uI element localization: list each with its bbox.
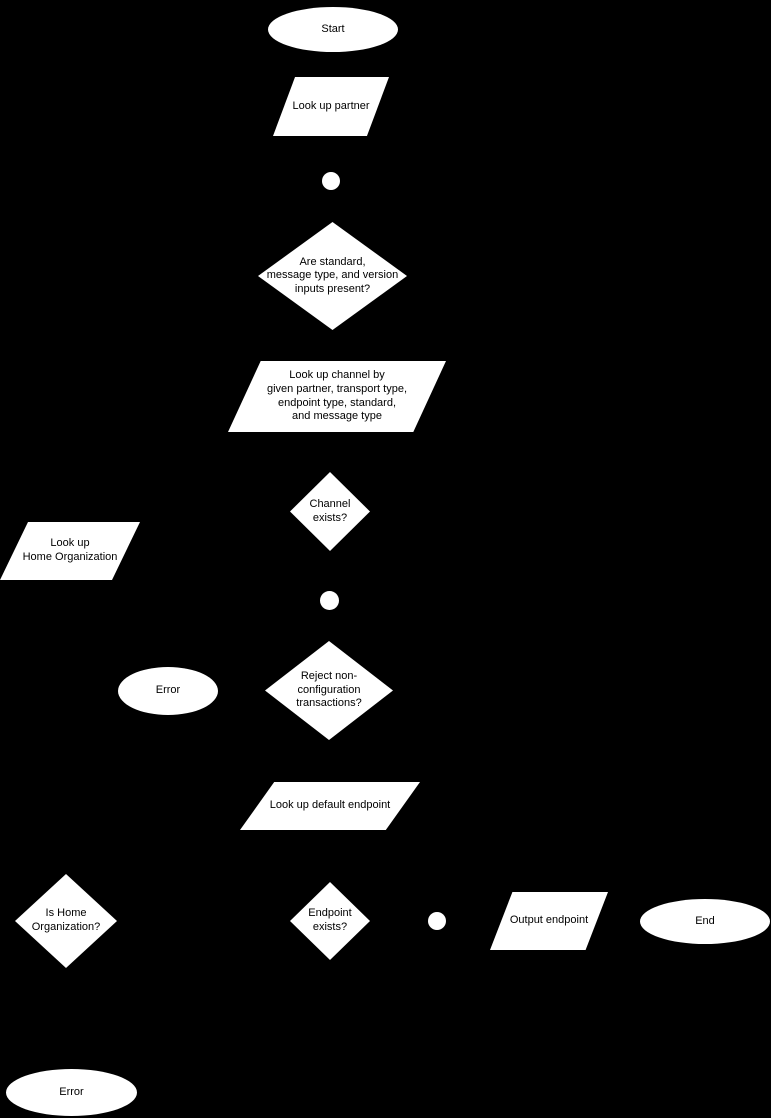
node-label: Endpoint exists? [308, 907, 352, 933]
node-label: End [695, 914, 715, 927]
node-label: Error [155, 684, 181, 697]
node-label: Channel exists? [309, 497, 351, 524]
node-label: Look up partner [292, 99, 370, 112]
terminator-start: Start [268, 7, 398, 52]
terminator-error-middle: Error [118, 667, 218, 715]
node-label: Look up Home Organization [22, 537, 118, 563]
node-label: Are standard, message type, and version … [266, 255, 399, 295]
node-label: Reject non- configuration transactions? [296, 670, 362, 710]
decision-reject-non-configuration: Reject non- configuration transactions? [265, 641, 393, 740]
junction-dot-2 [320, 591, 339, 610]
io-output-endpoint: Output endpoint [490, 892, 608, 950]
terminator-error-bottom: Error [6, 1069, 137, 1116]
terminator-end: End [640, 899, 770, 944]
io-look-up-default-endpoint: Look up default endpoint [240, 782, 420, 830]
junction-dot-3 [428, 912, 446, 930]
node-label: Look up channel by given partner, transp… [266, 369, 408, 423]
decision-channel-exists: Channel exists? [290, 472, 370, 551]
node-label: Is Home Organization? [31, 907, 101, 933]
node-label: Error [59, 1085, 84, 1098]
junction-dot-1 [322, 172, 340, 190]
node-label: Start [321, 22, 345, 35]
io-look-up-home-organization: Look up Home Organization [0, 522, 140, 580]
node-label: Output endpoint [509, 914, 589, 927]
io-look-up-channel: Look up channel by given partner, transp… [228, 361, 446, 432]
decision-inputs-present: Are standard, message type, and version … [258, 222, 407, 330]
decision-is-home-organization: Is Home Organization? [15, 874, 117, 968]
io-look-up-partner: Look up partner [273, 77, 389, 136]
node-label: Look up default endpoint [269, 799, 391, 812]
decision-endpoint-exists: Endpoint exists? [290, 882, 370, 960]
